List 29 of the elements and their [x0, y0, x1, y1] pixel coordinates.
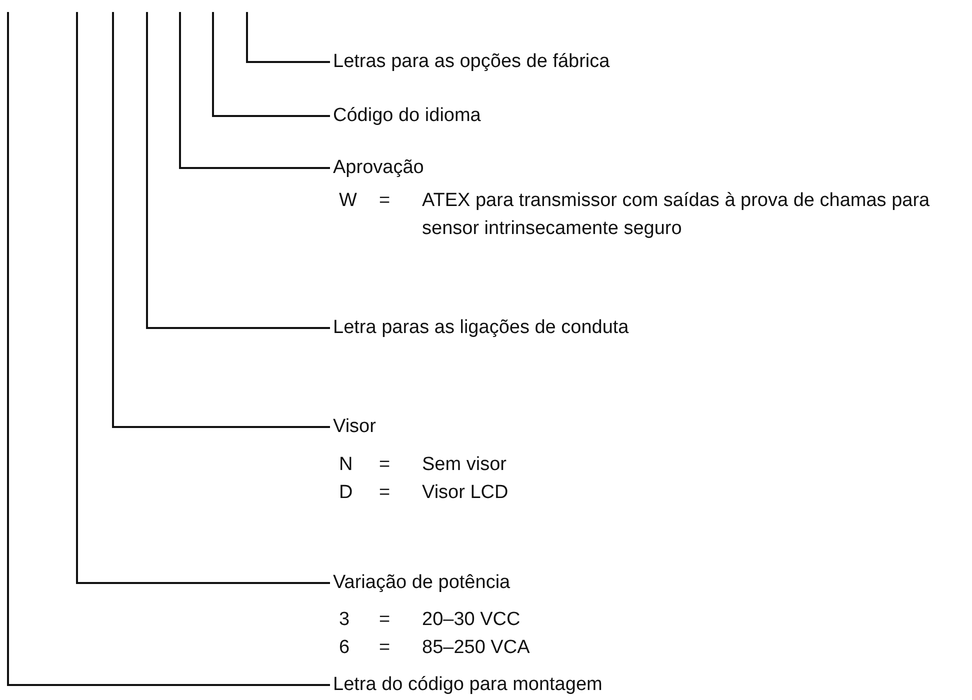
option-description: 85–250 VCA [422, 636, 530, 660]
equals-sign: = [379, 636, 390, 660]
option-description: Visor LCD [422, 481, 508, 505]
option-description: 20–30 VCC [422, 608, 520, 632]
part-label: Visor [333, 413, 376, 441]
option-code: W [339, 189, 357, 213]
option-description: Sem visor [422, 453, 506, 477]
part-label: Letra paras as ligações de conduta [333, 314, 629, 342]
part-label: Letras para as opções de fábrica [333, 48, 610, 76]
option-code: D [339, 481, 353, 505]
leader-line [7, 12, 330, 686]
leader-line [246, 12, 330, 63]
equals-sign: = [379, 481, 390, 505]
part-label: Variação de potência [333, 569, 510, 597]
leader-line [146, 12, 330, 329]
leader-line [212, 12, 330, 117]
part-label: Aprovação [333, 154, 424, 182]
leader-line [76, 12, 330, 584]
leader-line [112, 12, 330, 428]
equals-sign: = [379, 608, 390, 632]
equals-sign: = [379, 189, 390, 213]
option-code: 3 [339, 608, 350, 632]
option-code: 6 [339, 636, 350, 660]
leader-line [179, 12, 330, 169]
option-code: N [339, 453, 353, 477]
part-label: Letra do código para montagem [333, 671, 602, 699]
equals-sign: = [379, 453, 390, 477]
option-description: ATEX para transmissor com saídas à prova de chamas para sensor intrinsecamente seguro [422, 189, 931, 241]
part-label: Código do idioma [333, 102, 481, 130]
